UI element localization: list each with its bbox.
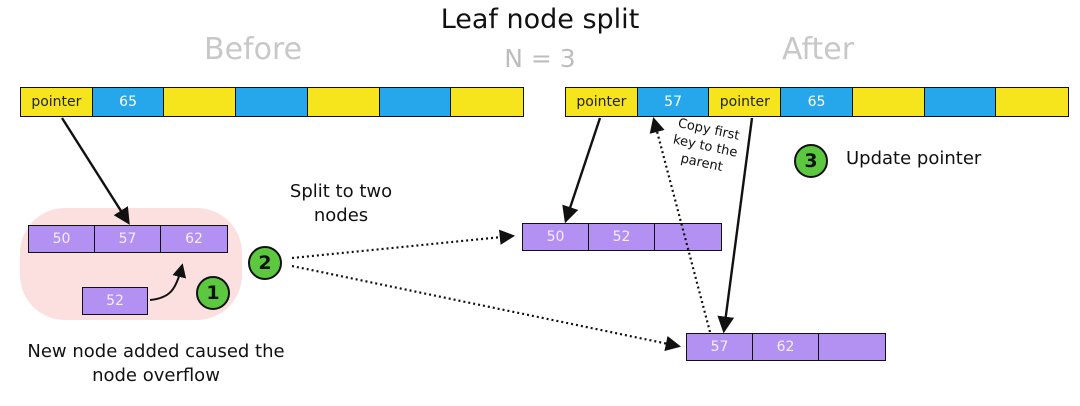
overflow-note: New node added caused the node overflow <box>27 341 285 387</box>
leaf-key-cell: 50 <box>523 224 589 250</box>
update-pointer-note: Update pointer <box>846 148 982 169</box>
step-2-badge: 2 <box>248 246 282 280</box>
split-note: Split to two nodes <box>289 181 393 227</box>
after-left-leaf-node: 50 52 <box>522 223 722 251</box>
leaf-key-cell: 50 <box>29 226 95 252</box>
pointer-cell <box>307 88 380 116</box>
copy-key-arrow <box>649 117 712 333</box>
leaf-key-cell: 57 <box>95 226 161 252</box>
after-pointer-arrow-right <box>717 117 754 334</box>
pointer-cell: pointer <box>709 88 782 116</box>
before-label: Before <box>204 32 303 67</box>
key-cell <box>924 88 997 116</box>
leaf-key-cell: 62 <box>753 334 819 360</box>
leaf-key-cell: 52 <box>589 224 655 250</box>
step-1-badge: 1 <box>196 276 230 310</box>
pointer-cell: pointer <box>566 88 638 116</box>
after-parent-node: pointer 57 pointer 65 <box>565 87 1069 117</box>
step-3-badge: 3 <box>794 144 828 178</box>
split-arrow-right <box>291 264 682 352</box>
pointer-cell <box>451 88 524 116</box>
diagram-subtitle: N = 3 <box>504 44 576 73</box>
after-right-leaf-node: 57 62 <box>686 333 886 361</box>
leaf-key-cell <box>655 224 721 250</box>
after-label: After <box>782 32 855 67</box>
key-cell <box>379 88 452 116</box>
before-pointer-arrow <box>60 117 130 225</box>
leaf-key-cell: 62 <box>161 226 227 252</box>
pointer-cell <box>852 88 925 116</box>
pointer-cell <box>164 88 237 116</box>
new-key-node: 52 <box>82 287 148 315</box>
before-leaf-node: 50 57 62 <box>28 225 228 253</box>
key-cell: 65 <box>781 88 853 116</box>
insert-arrow <box>149 263 187 301</box>
before-parent-node: pointer 65 <box>20 87 524 117</box>
key-cell <box>236 88 308 116</box>
leaf-key-cell <box>819 334 885 360</box>
leaf-key-cell: 52 <box>83 288 147 314</box>
pointer-cell: pointer <box>21 88 93 116</box>
key-cell: 65 <box>92 88 165 116</box>
split-arrow-left <box>291 229 516 260</box>
after-pointer-arrow-left <box>562 117 602 224</box>
key-cell: 57 <box>637 88 710 116</box>
diagram-title: Leaf node split <box>440 4 640 35</box>
leaf-key-cell: 57 <box>687 334 753 360</box>
pointer-cell <box>996 88 1069 116</box>
